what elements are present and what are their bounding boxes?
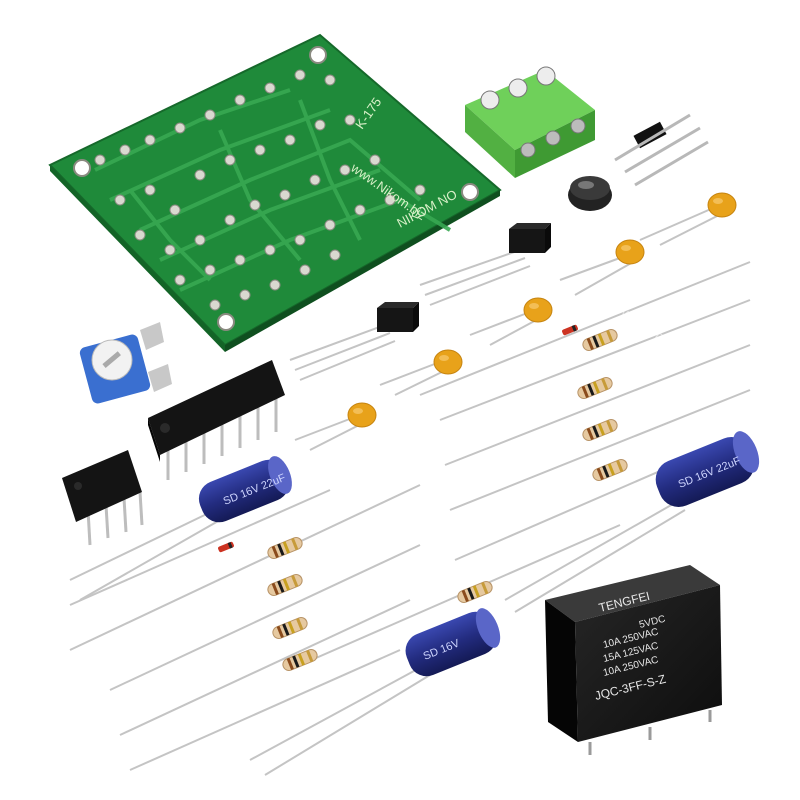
pin-header <box>614 113 709 187</box>
ceramic-capacitor-1 <box>707 192 737 218</box>
electrolytic-capacitor-3: SD 16V <box>405 608 501 677</box>
ceramic-capacitor-2 <box>615 239 645 265</box>
electrolytic-capacitor-2: SD 16V 22uF <box>655 431 760 507</box>
trimmer-potentiometer <box>79 322 172 404</box>
relay: TENGFEI 5VDC 10A 250VAC 15A 125VAC 10A 2… <box>545 565 722 755</box>
component-leads <box>69 204 751 776</box>
ceramic-capacitor-3 <box>523 297 553 323</box>
ic-8-pin <box>62 450 144 546</box>
electrolytic-capacitor-1: SD 16V 22uF <box>198 456 292 523</box>
ceramic-capacitor-5 <box>347 402 377 428</box>
ic-14-pin <box>148 360 285 480</box>
pcb-board: K-175 www.Nikom.biz NIKOM NO <box>48 33 502 352</box>
terminal-block <box>465 66 595 178</box>
transistor-2 <box>377 302 419 332</box>
microphone <box>568 176 612 211</box>
ceramic-capacitor-4 <box>433 349 463 375</box>
transistor-1 <box>509 223 551 253</box>
